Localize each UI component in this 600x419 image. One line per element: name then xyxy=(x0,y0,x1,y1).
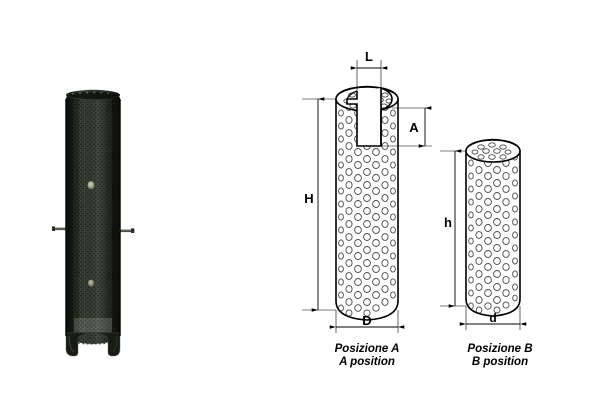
dimension-label-h: h xyxy=(444,215,452,230)
drawing-position-b: h d Posizione B B position xyxy=(440,138,533,368)
dimension-D: D xyxy=(329,310,405,333)
caption-position-b-it: Posizione B xyxy=(467,343,532,355)
caption-position-a-it: Posizione A xyxy=(335,343,400,355)
dimension-label-H: H xyxy=(304,191,313,206)
cylinder-a-bottom-curve xyxy=(335,300,399,321)
photo-rivet-lower-highlight xyxy=(88,280,93,285)
dimension-label-A: A xyxy=(409,120,419,135)
caption-position-b-en: B position xyxy=(472,356,528,368)
photo-top-rim-perfs xyxy=(72,91,110,95)
cylinder-a-notch-left-curve xyxy=(346,90,358,100)
dimension-label-L: L xyxy=(365,49,373,64)
dimension-label-D: D xyxy=(362,313,371,328)
caption-position-a-en: A position xyxy=(338,356,395,368)
cylinder-a-notch-outline xyxy=(346,88,382,147)
cylinder-b-bottom-curve xyxy=(465,298,521,317)
dimension-L: L xyxy=(350,49,388,98)
dimension-h: h xyxy=(440,149,466,308)
photo-perforations xyxy=(66,92,120,345)
dimension-H: H xyxy=(302,97,336,312)
photo-side-pin-left xyxy=(52,226,67,231)
photo-rivet-upper-highlight xyxy=(88,181,93,187)
perforated-cylinder-photo xyxy=(52,89,135,357)
dimension-label-d: d xyxy=(489,311,496,325)
drawing-position-a: L A H D xyxy=(302,49,432,368)
dimension-d: d xyxy=(459,306,527,330)
photo-side-pin-right xyxy=(119,228,135,233)
cylinder-a-notch-hook xyxy=(380,87,393,146)
photo-lower-perf-band xyxy=(70,318,116,334)
dimension-A: A xyxy=(381,106,432,148)
cylinder-b-body xyxy=(465,138,521,317)
cylinder-b-top-holes xyxy=(471,142,512,160)
